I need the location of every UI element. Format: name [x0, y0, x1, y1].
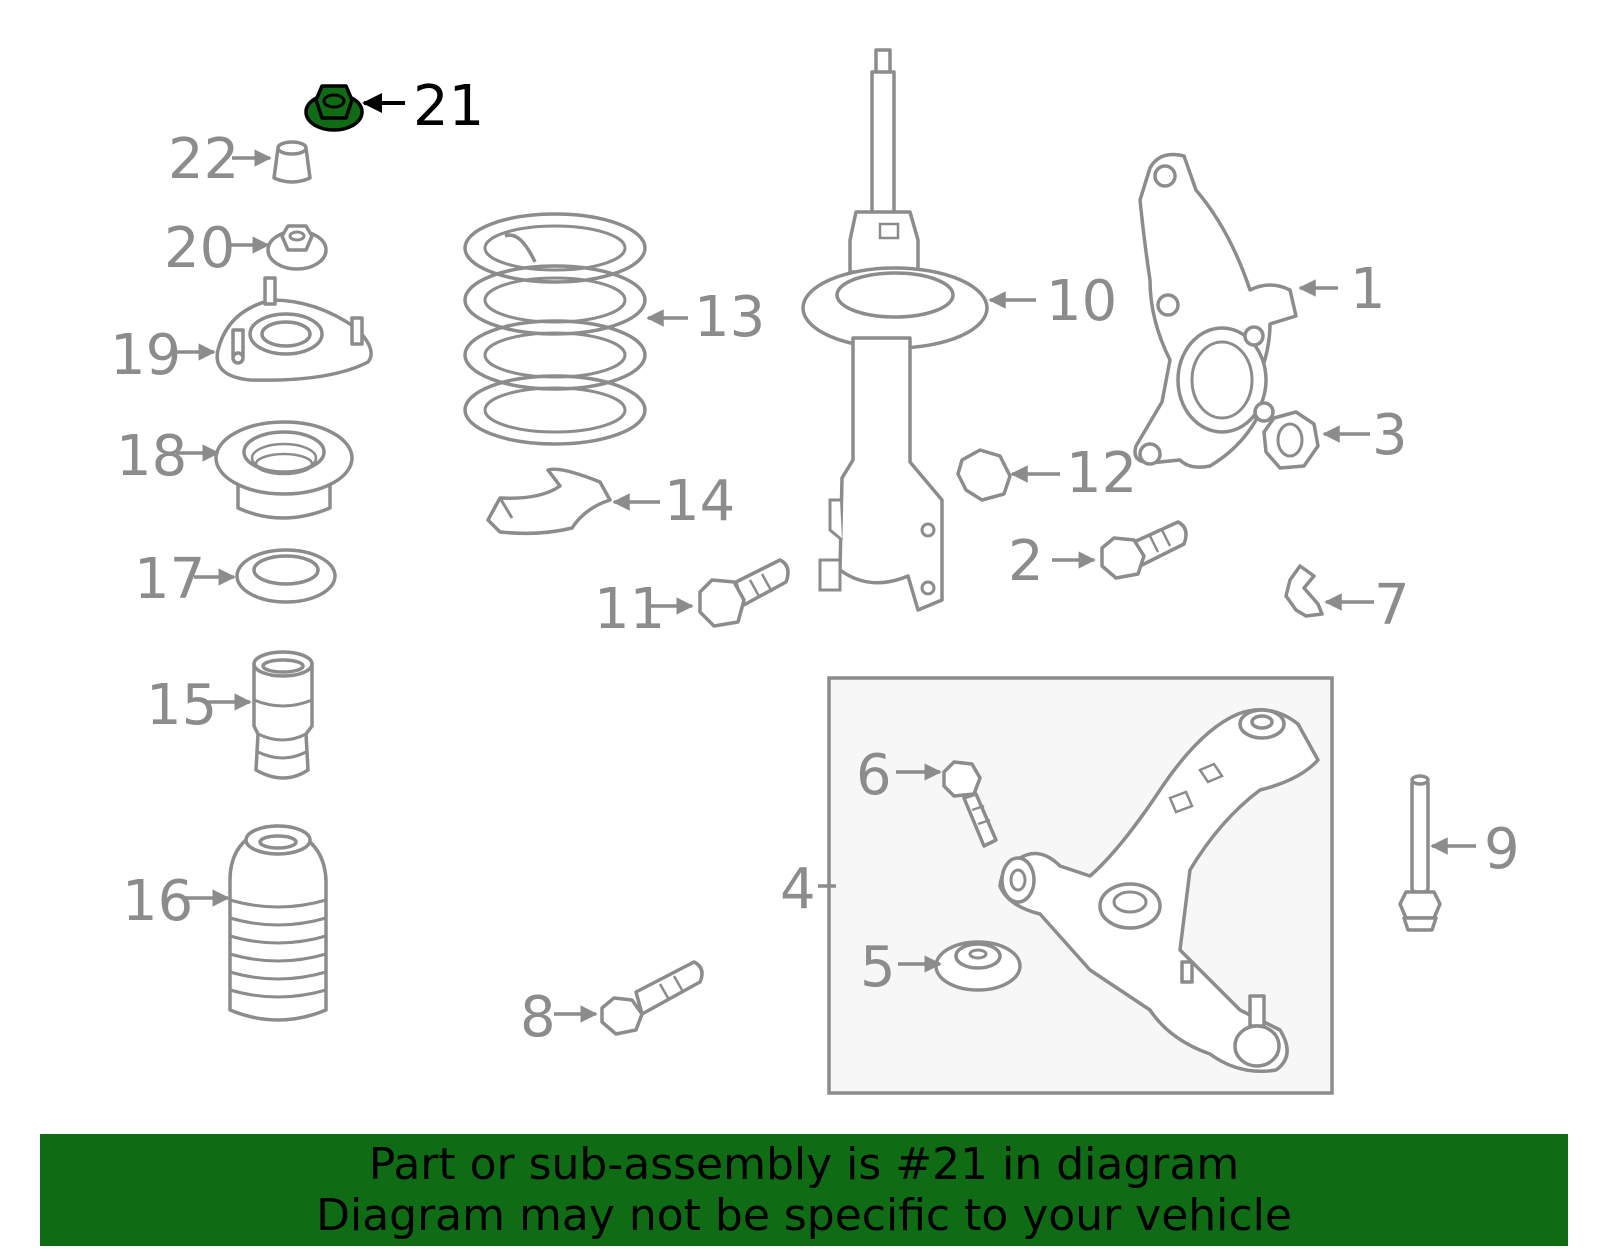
part-14-spring-isolator[interactable] [486, 467, 612, 536]
callout-21[interactable]: 21 [413, 74, 484, 139]
callout-12[interactable]: 12 [1066, 441, 1137, 506]
part-6-bolt[interactable] [942, 760, 998, 848]
callout-1[interactable]: 1 [1350, 257, 1386, 322]
callout-4[interactable]: 4 [780, 857, 816, 922]
callout-11[interactable]: 11 [594, 577, 665, 642]
callout-9[interactable]: 9 [1484, 817, 1520, 882]
callout-16[interactable]: 16 [122, 869, 193, 934]
part-9-long-bolt[interactable] [1398, 774, 1442, 932]
callout-3[interactable]: 3 [1372, 403, 1408, 468]
part-20-flange-nut[interactable] [266, 224, 328, 271]
callout-17[interactable]: 17 [134, 547, 205, 612]
part-1-steering-knuckle[interactable] [1133, 152, 1298, 469]
info-banner: Part or sub-assembly is #21 in diagram D… [40, 1134, 1568, 1246]
part-2-bolt[interactable] [1100, 520, 1188, 580]
part-22-cap[interactable] [272, 140, 312, 184]
part-15-bump-stop[interactable] [252, 650, 314, 780]
part-3-nut[interactable] [1262, 410, 1320, 470]
callout-15[interactable]: 15 [146, 673, 217, 738]
callout-10[interactable]: 10 [1046, 269, 1117, 334]
part-10-strut-assembly[interactable] [801, 48, 989, 612]
callout-13[interactable]: 13 [694, 285, 765, 350]
callout-22[interactable]: 22 [168, 127, 239, 192]
banner-line-2: Diagram may not be specific to your vehi… [316, 1190, 1292, 1241]
callout-6[interactable]: 6 [856, 743, 892, 808]
part-17-washer[interactable] [235, 548, 337, 604]
callout-5[interactable]: 5 [860, 935, 896, 1000]
part-21-nut-highlighted[interactable] [304, 84, 364, 132]
part-5-bushing[interactable] [934, 940, 1022, 992]
part-7-clip[interactable] [1284, 564, 1324, 618]
callout-8[interactable]: 8 [520, 985, 556, 1050]
part-19-strut-mount[interactable] [215, 276, 373, 382]
callout-20[interactable]: 20 [164, 216, 235, 281]
callout-2[interactable]: 2 [1008, 529, 1044, 594]
callout-19[interactable]: 19 [110, 323, 181, 388]
callout-14[interactable]: 14 [664, 469, 735, 534]
banner-line-1: Part or sub-assembly is #21 in diagram [368, 1139, 1240, 1190]
part-12-nut[interactable] [956, 448, 1012, 502]
part-8-bolt[interactable] [600, 960, 704, 1036]
part-13-coil-spring[interactable] [463, 212, 647, 446]
callout-7[interactable]: 7 [1374, 573, 1410, 638]
callout-18[interactable]: 18 [116, 424, 187, 489]
part-4-lower-control-arm[interactable] [998, 708, 1320, 1074]
part-11-bolt[interactable] [698, 558, 790, 628]
part-18-spring-seat[interactable] [214, 420, 354, 520]
part-16-dust-boot[interactable] [228, 824, 328, 1022]
